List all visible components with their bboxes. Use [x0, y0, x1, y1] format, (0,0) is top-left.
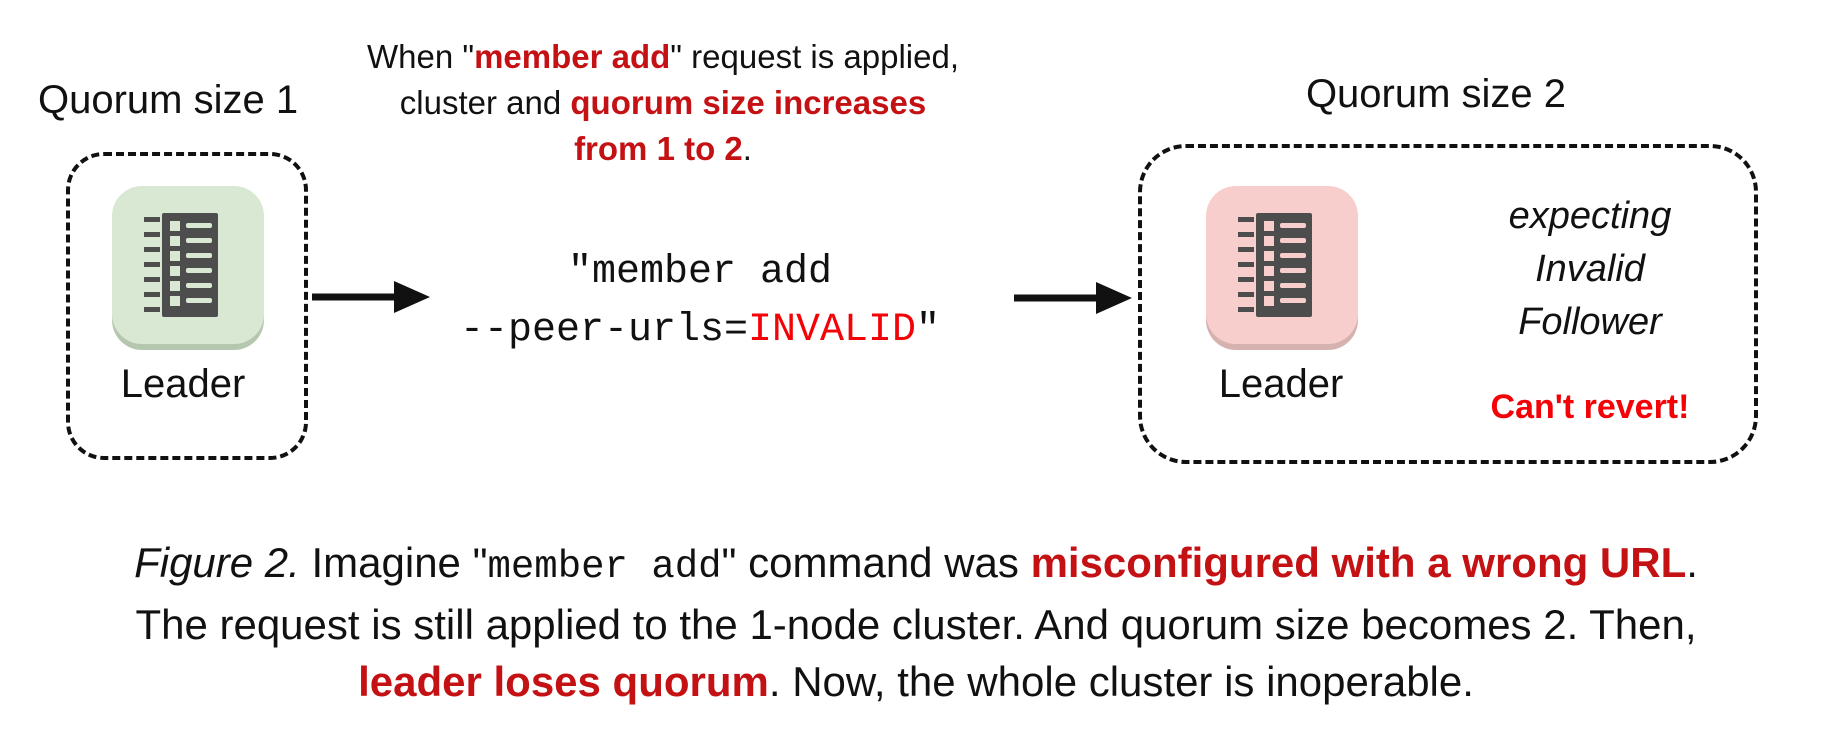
- command-line2: --peer-urls=INVALID": [390, 302, 1010, 360]
- command-line1: "member add: [390, 244, 1010, 302]
- top-note-text: When ": [366, 38, 475, 75]
- server-list-icon: [1238, 213, 1312, 317]
- caption-command-text: member add: [487, 545, 722, 589]
- expecting-note-line: Follower: [1518, 301, 1662, 343]
- top-annotation: When "member add" request is applied, cl…: [308, 34, 1018, 172]
- command-text: ": [916, 308, 941, 353]
- server-list-icon: [144, 213, 218, 317]
- command-invalid-value: INVALID: [748, 308, 917, 353]
- top-note-highlight-from-1-to-2: from 1 to 2: [574, 130, 743, 167]
- top-note-text: cluster and: [399, 84, 571, 121]
- arrow-right-icon: [312, 281, 430, 313]
- top-note-text: " request is applied,: [670, 38, 960, 75]
- caption-line3: leader loses quorum. Now, the whole clus…: [0, 653, 1832, 710]
- leader-label-before: Leader: [120, 362, 246, 406]
- caption-highlight-leader-loses-quorum: leader loses quorum: [358, 658, 769, 705]
- expecting-note-line: expecting: [1508, 195, 1672, 237]
- expecting-note-line: Invalid: [1535, 248, 1645, 290]
- command-text: "member add: [567, 250, 833, 295]
- cluster-before-box: [66, 152, 308, 460]
- quorum-size-1-label: Quorum size 1: [38, 78, 299, 122]
- leader-node-before: [112, 186, 264, 344]
- cluster-after-box: [1138, 144, 1758, 464]
- top-note-highlight-quorum: quorum size increases: [570, 84, 927, 121]
- member-add-command: "member add --peer-urls=INVALID": [390, 244, 1010, 360]
- caption-text: .: [1686, 539, 1698, 586]
- quorum-size-2-label: Quorum size 2: [1305, 72, 1567, 116]
- caption-highlight-misconfigured: misconfigured with a wrong URL: [1030, 539, 1687, 586]
- caption-line2: The request is still applied to the 1-no…: [0, 596, 1832, 653]
- expecting-invalid-follower-note: expecting Invalid Follower: [1430, 190, 1750, 349]
- top-annotation-line3: from 1 to 2.: [308, 126, 1018, 172]
- figure-caption: Figure 2. Imagine "member add" command w…: [0, 534, 1832, 710]
- caption-text: The request is still applied to the 1-no…: [135, 601, 1697, 648]
- caption-text: . Now, the whole cluster is inoperable.: [768, 658, 1474, 705]
- caption-line1: Figure 2. Imagine "member add" command w…: [0, 534, 1832, 596]
- top-note-highlight-member-add: member add: [474, 38, 671, 75]
- caption-text: Imagine ": [299, 539, 488, 586]
- cant-revert-warning: Can't revert!: [1490, 388, 1690, 426]
- leader-label-after: Leader: [1218, 362, 1344, 406]
- figure-number: Figure 2.: [134, 539, 300, 586]
- leader-node-after: [1206, 186, 1358, 344]
- caption-text: " command was: [721, 539, 1031, 586]
- top-note-text: .: [742, 130, 752, 167]
- top-annotation-line1: When "member add" request is applied,: [308, 34, 1018, 80]
- command-text: --peer-urls=: [459, 308, 748, 353]
- top-annotation-line2: cluster and quorum size increases: [308, 80, 1018, 126]
- arrow-right-icon: [1014, 282, 1132, 314]
